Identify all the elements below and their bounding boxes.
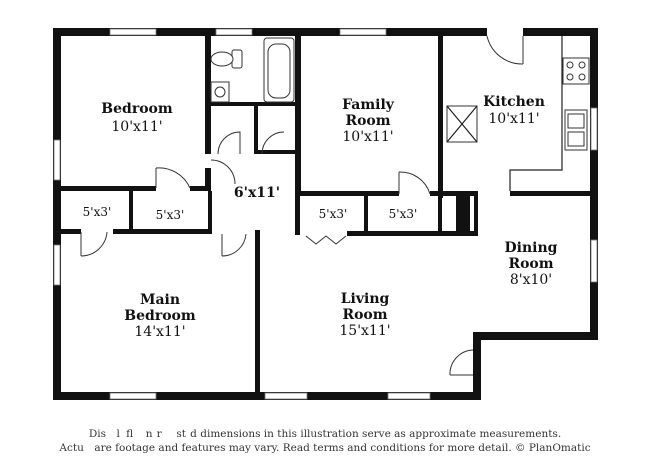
room-bedroom: Bedroom 10'x11' bbox=[101, 101, 173, 135]
closet-3-size: 5'x3' bbox=[319, 207, 348, 221]
disclaimer-line-2: Actu are footage and features may vary. … bbox=[58, 442, 590, 454]
living-room-size: 15'x11' bbox=[339, 323, 390, 339]
bedroom-size: 10'x11' bbox=[111, 119, 162, 135]
interior-walls bbox=[61, 36, 598, 400]
dining-room-name-2: Room bbox=[508, 256, 553, 272]
dining-room-size: 8'x10' bbox=[510, 272, 552, 288]
living-room-name-1: Living bbox=[341, 291, 390, 307]
bedroom-name: Bedroom bbox=[101, 101, 173, 117]
disclaimer-line-1: Dis l fl n r st d dimensions in this ill… bbox=[89, 428, 561, 440]
main-bedroom-size: 14'x11' bbox=[134, 324, 185, 340]
closet-2-size: 5'x3' bbox=[156, 208, 185, 222]
kitchen-size: 10'x11' bbox=[488, 111, 539, 127]
family-room-name-1: Family bbox=[342, 97, 395, 113]
living-room-name-2: Room bbox=[342, 307, 387, 323]
closet-4-size: 5'x3' bbox=[389, 207, 418, 221]
kitchen-name: Kitchen bbox=[483, 94, 545, 110]
dining-room-name-1: Dining bbox=[505, 240, 558, 256]
room-dining-room: Dining Room 8'x10' bbox=[505, 240, 558, 288]
main-bedroom-name-1: Main bbox=[140, 292, 180, 308]
room-main-bedroom: Main Bedroom 14'x11' bbox=[124, 292, 196, 340]
room-kitchen: Kitchen 10'x11' bbox=[483, 94, 545, 127]
family-room-size: 10'x11' bbox=[342, 129, 393, 145]
room-living-room: Living Room 15'x11' bbox=[339, 291, 390, 339]
windows bbox=[53, 28, 598, 400]
family-room-name-2: Room bbox=[345, 113, 390, 129]
main-bedroom-name-2: Bedroom bbox=[124, 308, 196, 324]
room-family-room: Family Room 10'x11' bbox=[342, 97, 395, 145]
doors bbox=[80, 28, 524, 376]
hall-size: 6'x11' bbox=[234, 185, 280, 201]
closet-1-size: 5'x3' bbox=[83, 205, 112, 219]
fixtures bbox=[210, 36, 590, 191]
